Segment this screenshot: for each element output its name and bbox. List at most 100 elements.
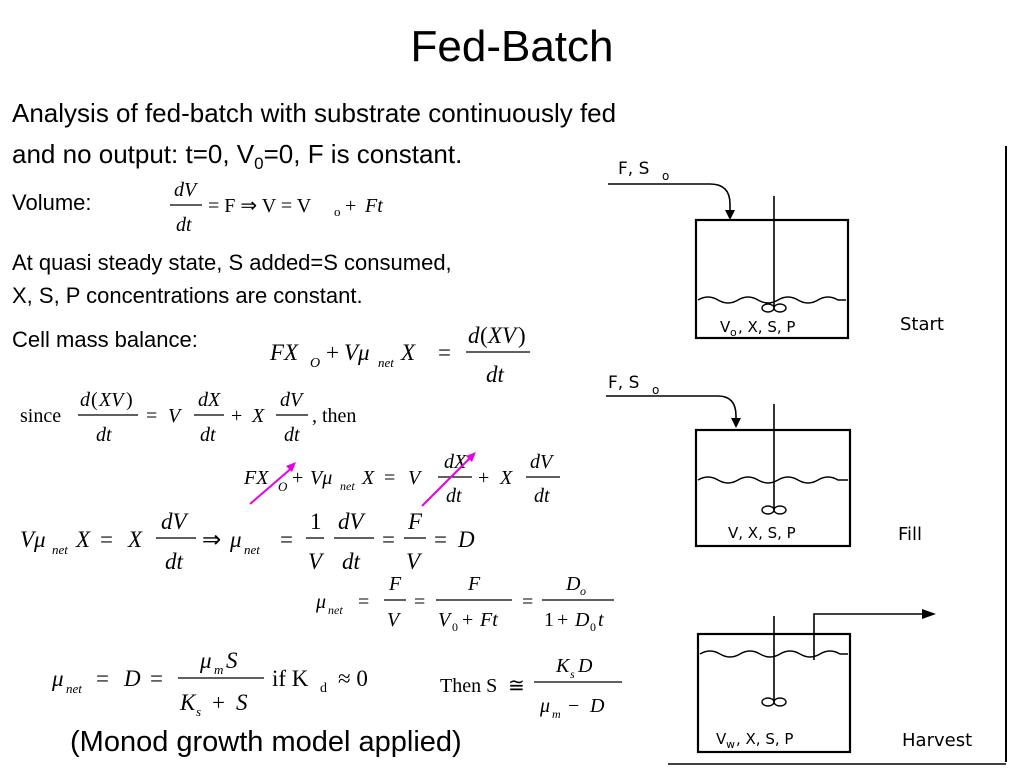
svg-text:+: + bbox=[326, 340, 339, 365]
svg-text:): ) bbox=[518, 323, 526, 348]
svg-text:X: X bbox=[499, 467, 513, 489]
svg-text:net: net bbox=[378, 355, 394, 370]
svg-text:dt: dt bbox=[486, 362, 505, 387]
svg-text:dt: dt bbox=[200, 424, 216, 446]
start-feed-arrow bbox=[608, 183, 731, 214]
svg-text:D: D bbox=[565, 573, 581, 595]
svg-text:≈ 0: ≈ 0 bbox=[338, 666, 368, 691]
svg-text:μ: μ bbox=[315, 591, 326, 613]
volume-label: Volume: bbox=[12, 190, 92, 215]
svg-text:Vμ: Vμ bbox=[344, 340, 370, 365]
svg-text:=: = bbox=[438, 340, 451, 365]
mu-net-derivation-equation: Vμ net X = X dV dt ⇒ μ net = 1 V dV dt =… bbox=[20, 509, 475, 574]
svg-text:K: K bbox=[555, 655, 571, 677]
svg-text:s: s bbox=[196, 704, 201, 719]
svg-text:=: = bbox=[146, 405, 157, 427]
svg-text:O: O bbox=[310, 356, 320, 371]
svg-text:(: ( bbox=[480, 323, 488, 348]
svg-text:net: net bbox=[66, 681, 82, 696]
fill-feed-label: F, S bbox=[608, 373, 639, 393]
svg-text:D: D bbox=[457, 527, 475, 552]
harvest-outlet-pipe bbox=[813, 613, 926, 660]
svg-text:=: = bbox=[150, 666, 163, 691]
svg-text:XV: XV bbox=[98, 389, 126, 411]
svg-text:X: X bbox=[361, 467, 375, 489]
svg-text:FX: FX bbox=[243, 467, 269, 489]
svg-text:+: + bbox=[478, 467, 489, 489]
svg-text:+: + bbox=[231, 405, 242, 427]
mu-net-time-equation: μ net = F V = F V 0 + Ft = D o 1 + D 0 t bbox=[315, 573, 614, 634]
svg-text:⇒: ⇒ bbox=[202, 527, 221, 552]
svg-text:net: net bbox=[52, 542, 68, 557]
svg-text:=: = bbox=[96, 666, 109, 691]
svg-text:X: X bbox=[127, 527, 143, 552]
substituted-balance-equation: FX O + Vμ net X = V dX dt + X dV dt bbox=[243, 451, 560, 507]
svg-text:Ft: Ft bbox=[364, 195, 383, 217]
start-liquid-level bbox=[697, 296, 846, 304]
svg-text:o: o bbox=[580, 584, 586, 598]
svg-text:FX: FX bbox=[269, 340, 299, 365]
svg-text:O: O bbox=[278, 479, 288, 494]
fed-batch-diagram: F, S o V o , X, S, P Start F, S o V, X, … bbox=[606, 146, 1007, 765]
monod-note: (Monod growth model applied) bbox=[70, 726, 462, 758]
svg-text:dt: dt bbox=[342, 549, 361, 574]
svg-text:+: + bbox=[462, 609, 473, 631]
svg-text:X: X bbox=[251, 405, 265, 427]
svg-text:V: V bbox=[406, 549, 423, 574]
stage-label-harvest: Harvest bbox=[902, 730, 972, 751]
svg-text:dV: dV bbox=[280, 389, 305, 411]
svg-text:+: + bbox=[345, 195, 356, 217]
svg-text:net: net bbox=[340, 479, 355, 493]
stage-start: F, S o V o , X, S, P Start bbox=[608, 159, 944, 340]
svg-text:m: m bbox=[552, 707, 561, 721]
start-feed-sub: o bbox=[662, 169, 669, 183]
svg-text:F: F bbox=[467, 573, 481, 595]
svg-text:t: t bbox=[598, 609, 604, 631]
svg-text:dt: dt bbox=[165, 549, 184, 574]
svg-text:μ: μ bbox=[539, 695, 550, 717]
svg-text:K: K bbox=[179, 690, 197, 715]
svg-text:dV: dV bbox=[530, 451, 555, 473]
svg-text:dt: dt bbox=[284, 424, 300, 446]
start-feed-label: F, S bbox=[618, 159, 649, 179]
svg-text:m: m bbox=[214, 662, 223, 677]
svg-text:F: F bbox=[388, 573, 402, 595]
svg-text:+: + bbox=[212, 690, 225, 715]
svg-text:X: X bbox=[75, 527, 91, 552]
svg-text:d: d bbox=[80, 389, 91, 411]
svg-text:V: V bbox=[308, 549, 325, 574]
svg-text:=: = bbox=[414, 591, 425, 613]
svg-text:dt: dt bbox=[96, 424, 112, 446]
volume-equation: dV dt = F ⇒ V = V o + Ft bbox=[170, 179, 383, 236]
intro-line-2-sub: 0 bbox=[254, 154, 264, 174]
svg-text:S: S bbox=[236, 690, 248, 715]
start-contents-v: V bbox=[720, 318, 731, 336]
svg-text:S: S bbox=[226, 648, 238, 673]
monod-equation: μ net = D = μ m S K s + S if K d ≈ 0 bbox=[51, 648, 368, 719]
svg-text:s: s bbox=[570, 667, 575, 681]
svg-text:net: net bbox=[244, 542, 260, 557]
stage-fill: F, S o V, X, S, P Fill bbox=[606, 373, 922, 548]
fill-liquid-level bbox=[697, 476, 848, 484]
svg-text:(: ( bbox=[91, 389, 98, 411]
svg-text:dt: dt bbox=[534, 485, 550, 507]
cancel-arrow-right bbox=[421, 455, 473, 507]
harvest-contents-rest: , X, S, P bbox=[736, 730, 793, 748]
svg-text:dV: dV bbox=[338, 509, 367, 534]
quasi-steady-line-1: At quasi steady state, S added=S consume… bbox=[12, 250, 452, 275]
intro-line-2-prefix: and no output: t=0, V bbox=[12, 139, 255, 169]
svg-text:dX: dX bbox=[198, 389, 221, 411]
svg-text:+: + bbox=[557, 609, 568, 631]
svg-text:=: = bbox=[280, 527, 293, 552]
svg-text:=: = bbox=[384, 467, 395, 489]
harvest-contents-v: V bbox=[716, 730, 727, 748]
svg-text:D: D bbox=[577, 655, 593, 677]
stage-label-start: Start bbox=[900, 314, 944, 335]
svg-text:D: D bbox=[123, 666, 141, 691]
fill-feed-arrow bbox=[606, 395, 737, 422]
svg-text:=: = bbox=[358, 591, 369, 613]
intro-line-1: Analysis of fed-batch with substrate con… bbox=[12, 98, 617, 128]
if-kd-text: if K bbox=[272, 666, 309, 691]
svg-text:d: d bbox=[320, 681, 327, 696]
svg-text:V: V bbox=[438, 609, 453, 631]
